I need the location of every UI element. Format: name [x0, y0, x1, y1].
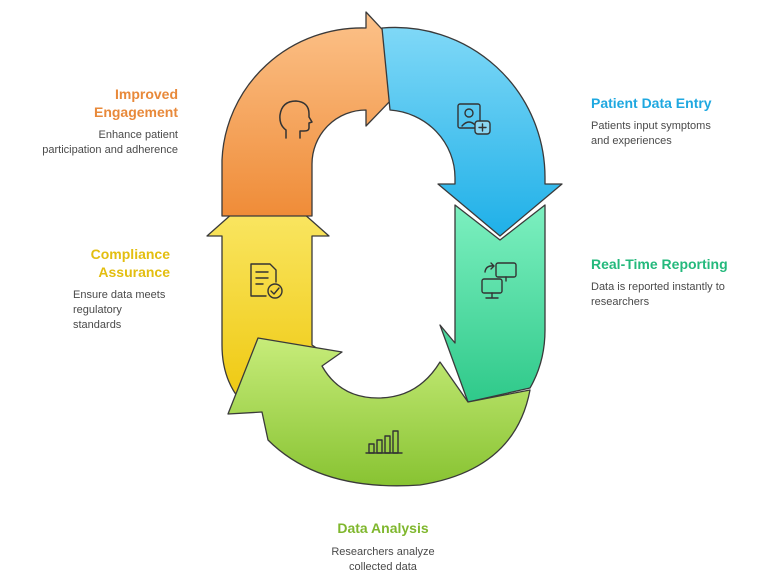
description-line: and experiences: [591, 135, 672, 147]
description-line: regulatory standards: [73, 304, 122, 331]
description-line: participation and adherence: [42, 144, 178, 156]
step-patient-data-entry: Patient Data Entry Patients input sympto…: [591, 94, 761, 149]
step-improved-engagement: Improved Engagement Enhance patient part…: [0, 85, 178, 158]
step-description: Researchers analyze collected data: [283, 545, 483, 575]
step-compliance-assurance: Compliance Assurance Ensure data meets r…: [0, 245, 170, 333]
step-title: Data Analysis: [337, 520, 429, 536]
description-line: collected data: [349, 561, 417, 573]
title-line: Assurance: [98, 264, 170, 280]
description-line: Ensure data meets: [73, 289, 166, 301]
segment-real-time-reporting: [439, 204, 546, 403]
description-line: Enhance patient: [98, 129, 178, 141]
title-line: Improved: [114, 86, 178, 102]
segment-improved-engagement: [221, 11, 421, 217]
description-line: researchers: [591, 296, 650, 308]
description-line: Data is reported instantly to: [591, 281, 725, 293]
monitor-sync-icon: [481, 262, 517, 299]
step-real-time-reporting: Real-Time Reporting Data is reported ins…: [591, 255, 766, 310]
description-line: Researchers analyze: [331, 546, 435, 558]
step-description: Data is reported instantly to researcher…: [591, 280, 766, 310]
title-line: Engagement: [93, 104, 178, 120]
bar-chart-icon: [365, 430, 403, 454]
step-description: Enhance patient participation and adhere…: [0, 128, 178, 158]
patient-medical-icon: [457, 103, 491, 135]
title-line: Compliance: [90, 246, 170, 262]
segment-data-analysis: [227, 337, 531, 487]
step-title: Patient Data Entry: [591, 95, 712, 111]
step-description: Patients input symptoms and experiences: [591, 119, 761, 149]
description-line: Patients input symptoms: [591, 120, 711, 132]
segment-patient-data-entry: [381, 26, 563, 237]
step-data-analysis: Data Analysis Researchers analyze collec…: [283, 519, 483, 575]
head-profile-icon: [279, 100, 313, 139]
document-check-icon: [250, 263, 283, 299]
step-title: Compliance Assurance: [0, 245, 170, 281]
step-title: Real-Time Reporting: [591, 256, 728, 272]
step-description: Ensure data meets regulatory standards: [0, 288, 170, 333]
step-title: Improved Engagement: [0, 85, 178, 121]
